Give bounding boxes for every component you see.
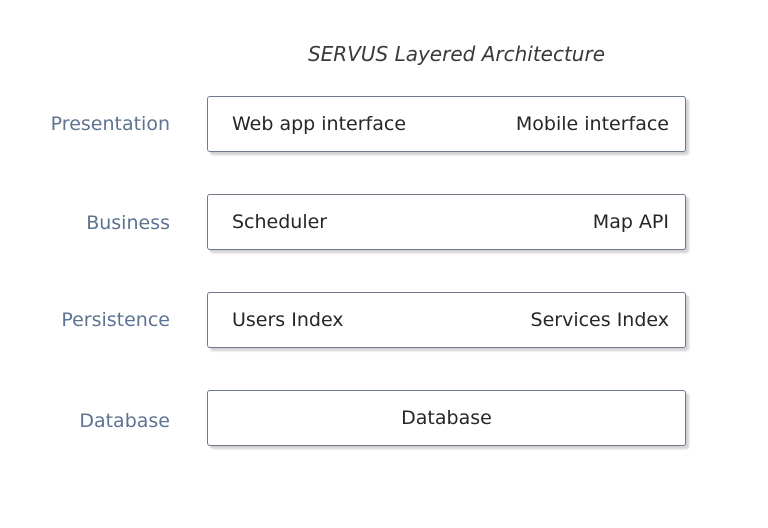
layer-label-database: Database bbox=[79, 410, 170, 432]
component-database: Database bbox=[401, 407, 492, 429]
component-web-app-interface: Web app interface bbox=[232, 113, 407, 135]
layer-label-presentation: Presentation bbox=[50, 113, 170, 135]
diagram-title: SERVUS Layered Architecture bbox=[307, 42, 606, 66]
layer-box-business: Scheduler Map API bbox=[207, 194, 686, 250]
layer-box-database: Database bbox=[207, 390, 686, 446]
layer-label-business: Business bbox=[86, 212, 170, 234]
component-map-api: Map API bbox=[592, 211, 669, 233]
layer-label-persistence: Persistence bbox=[61, 309, 170, 331]
component-services-index: Services Index bbox=[530, 309, 669, 331]
component-scheduler: Scheduler bbox=[232, 211, 328, 233]
layer-box-presentation: Web app interface Mobile interface bbox=[207, 96, 686, 152]
layer-box-persistence: Users Index Services Index bbox=[207, 292, 686, 348]
component-users-index: Users Index bbox=[232, 309, 344, 331]
component-mobile-interface: Mobile interface bbox=[515, 113, 669, 135]
